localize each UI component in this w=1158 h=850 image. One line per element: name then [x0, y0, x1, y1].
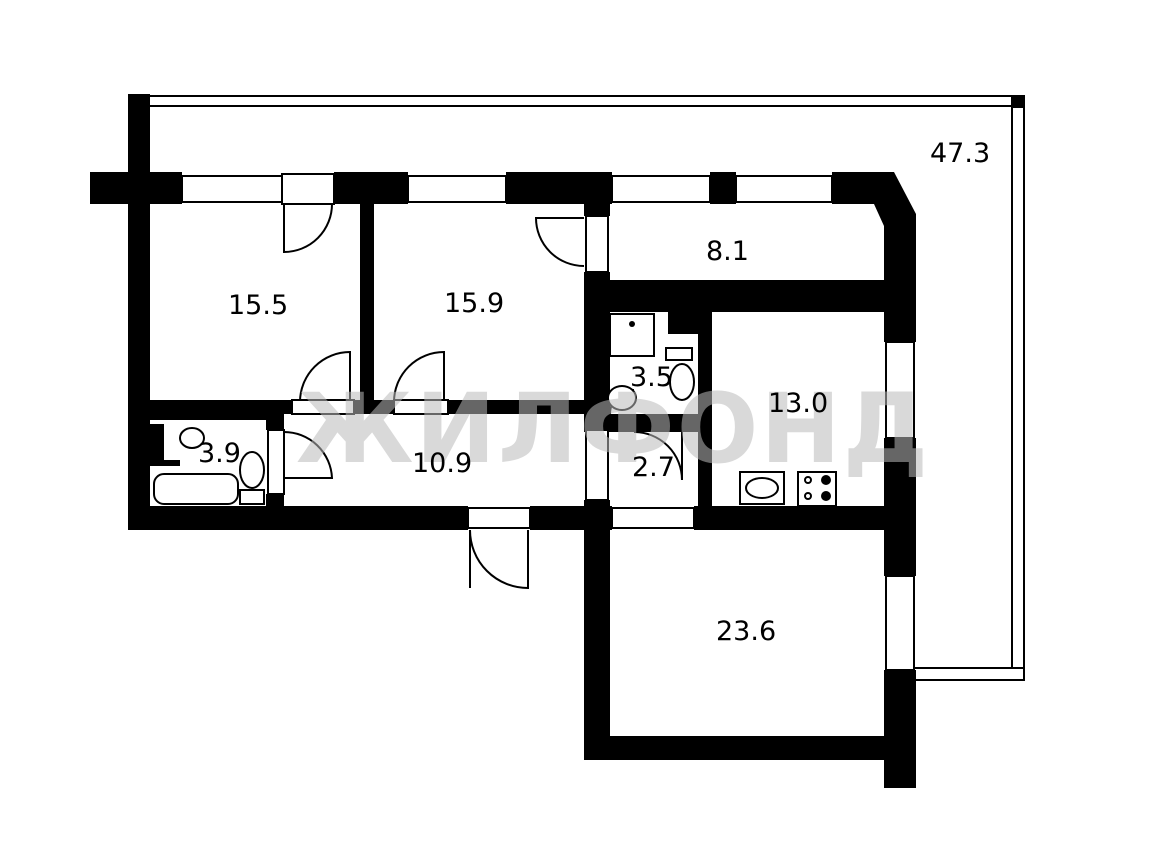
area-labels: 47.3 15.5 15.9 8.1 3.5 13.0 3.9 10.9 2.7… — [198, 138, 990, 647]
area-label-bathroom-1: 3.5 — [630, 362, 673, 393]
area-label-kitchen: 13.0 — [768, 388, 828, 419]
kitchen-fixtures — [739, 471, 837, 507]
sink-icon — [179, 427, 205, 449]
balcony-outline — [147, 95, 1025, 681]
area-label-bathroom-2: 3.9 — [198, 438, 241, 469]
sink-icon — [665, 347, 693, 361]
area-label-room-1: 15.5 — [228, 290, 288, 321]
shower-tray-icon — [609, 313, 655, 357]
walls — [90, 94, 916, 788]
washbasin-icon — [607, 385, 637, 411]
area-label-room-3: 23.6 — [716, 616, 776, 647]
area-label-loggia: 8.1 — [706, 236, 749, 267]
toilet-icon — [239, 451, 265, 489]
watermark: ЖИЛФОНД — [296, 373, 930, 485]
area-label-hallway: 10.9 — [412, 448, 472, 479]
toilet-icon — [669, 363, 695, 401]
bathroom-1-fixtures — [607, 313, 695, 411]
area-label-storage: 2.7 — [632, 452, 675, 483]
bathroom-2-fixtures — [153, 427, 265, 505]
area-label-balcony: 47.3 — [930, 138, 990, 169]
doors — [267, 173, 683, 590]
area-label-room-2: 15.9 — [444, 288, 504, 319]
bathtub-icon — [153, 473, 239, 505]
